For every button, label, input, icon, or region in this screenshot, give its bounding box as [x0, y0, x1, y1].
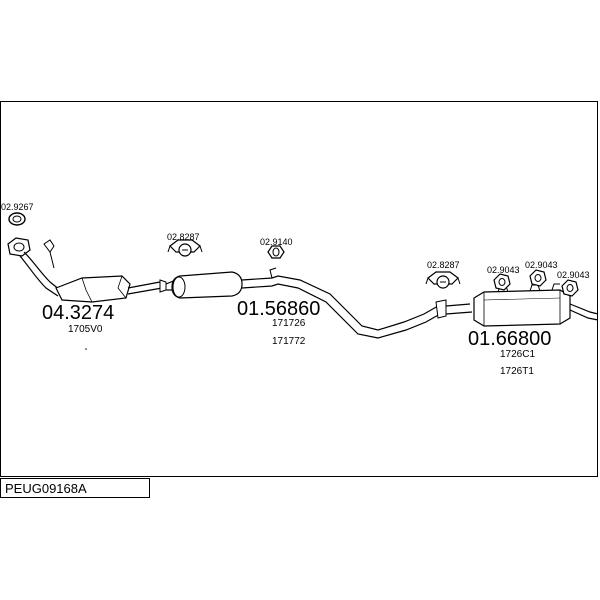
hanger-rear-3-part-number: 02.9043	[557, 270, 590, 280]
middle-pipe-assembly[interactable]	[165, 267, 447, 339]
rear-silencer-part-number: 01.66800	[468, 328, 551, 350]
rear-silencer-oem-ref-1: 1726C1	[500, 349, 535, 360]
middle-pipe-oem-ref-1: 171726	[272, 318, 306, 329]
hanger-rear-1-icon[interactable]	[493, 273, 511, 291]
marker-dot	[85, 348, 87, 350]
catalytic-part-number: 04.3274	[42, 302, 114, 324]
clamp-front-part-number: 02.8287	[167, 232, 200, 242]
hanger-rear-1-part-number: 02.9043	[487, 265, 520, 275]
diagram-frame	[0, 101, 598, 477]
middle-pipe-oem-ref-2: 171772	[272, 336, 306, 347]
hanger-mid-icon[interactable]	[267, 245, 285, 259]
footer-code: PEUG09168A	[5, 481, 87, 496]
gasket-ring-icon[interactable]	[8, 212, 26, 226]
clamp-front-icon[interactable]	[167, 239, 203, 257]
clamp-rear-part-number: 02.8287	[427, 260, 460, 270]
hanger-mid-part-number: 02.9140	[260, 237, 293, 247]
catalytic-converter-assembly[interactable]	[7, 237, 167, 303]
hanger-rear-2-icon[interactable]	[529, 269, 547, 287]
hanger-rear-3-icon[interactable]	[561, 279, 579, 297]
footer-code-box: PEUG09168A	[0, 478, 150, 498]
clamp-rear-icon[interactable]	[425, 271, 461, 289]
catalytic-oem-ref: 1705V0	[68, 324, 103, 335]
rear-silencer-oem-ref-2: 1726T1	[500, 366, 534, 377]
hanger-rear-2-part-number: 02.9043	[525, 260, 558, 270]
middle-pipe-part-number: 01.56860	[237, 298, 320, 320]
gasket-part-number: 02.9267	[1, 202, 34, 212]
